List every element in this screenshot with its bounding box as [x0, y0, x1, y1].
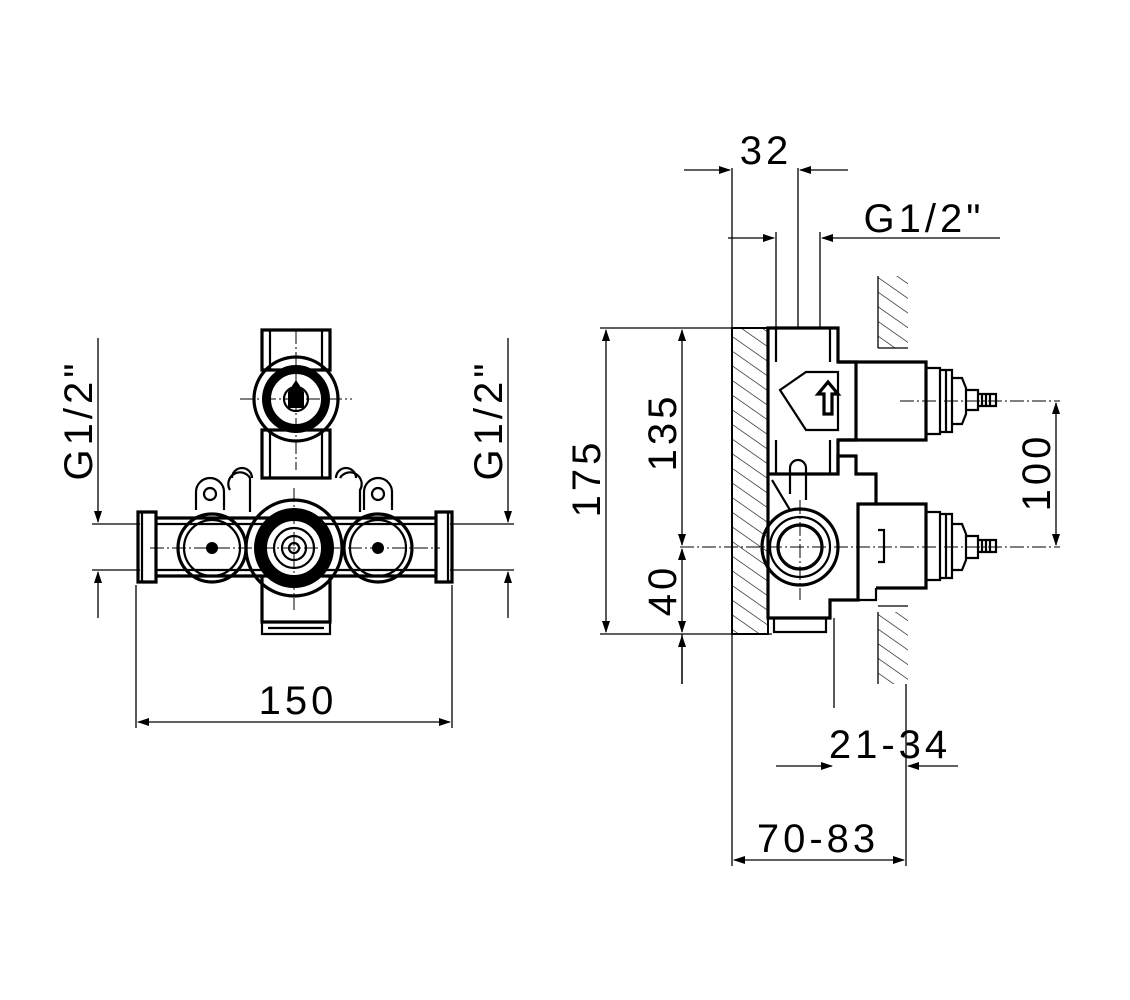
dim-label-left-thread: G1/2"	[57, 360, 101, 481]
dimension-70-83: 70-83	[731, 634, 905, 866]
dimension-right-thread: G1/2"	[450, 338, 514, 618]
dim-label-135: 135	[641, 393, 685, 472]
center-lines	[150, 330, 440, 610]
dim-label-70-83: 70-83	[757, 817, 879, 861]
dim-label-150: 150	[259, 679, 338, 723]
valve-body-side	[760, 326, 998, 634]
dimension-top-thread: G1/2"	[728, 197, 1000, 328]
dimension-135: 135	[641, 329, 686, 546]
dim-label-right-thread: G1/2"	[467, 360, 511, 481]
wall-section	[877, 276, 908, 684]
dim-label-175: 175	[565, 439, 609, 518]
side-center-lines	[680, 400, 1060, 600]
dim-label-top-thread: G1/2"	[864, 197, 985, 241]
dimension-175: 175	[565, 327, 772, 635]
dimension-32: 32	[684, 129, 848, 328]
dimension-left-thread: G1/2"	[57, 338, 140, 618]
dimension-40: 40	[641, 548, 686, 684]
mounting-lugs	[194, 466, 394, 512]
front-view: 150 G1/2" G1/2"	[57, 328, 514, 728]
dimension-21-34: 21-34	[776, 618, 958, 866]
dim-label-32: 32	[740, 129, 793, 173]
dim-label-21-34: 21-34	[829, 723, 951, 767]
dim-label-100: 100	[1015, 433, 1059, 512]
mounting-plate	[731, 327, 769, 635]
dimension-150: 150	[135, 585, 453, 728]
dim-label-40: 40	[641, 564, 685, 617]
side-view: 32 G1/2" 175 135 40	[565, 129, 1060, 866]
dimension-100: 100	[1015, 402, 1060, 546]
